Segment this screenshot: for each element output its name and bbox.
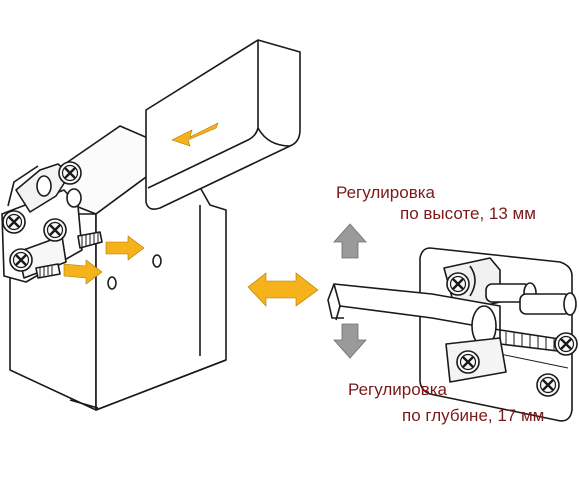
screw-icon — [1, 209, 27, 235]
depth-adjust-title: Регулировка — [348, 380, 447, 399]
screw-icon — [57, 160, 83, 186]
height-adjust-value: по высоте, 13 мм — [400, 204, 536, 223]
slide-arrow-icon — [171, 122, 219, 147]
screw-icon — [553, 331, 579, 357]
screw-icon — [535, 372, 561, 398]
screw-icon — [445, 271, 471, 297]
door-panel — [145, 39, 301, 210]
arrow-up-icon — [333, 223, 367, 259]
depth-adjust-value: по глубине, 17 мм — [402, 406, 545, 425]
insert-arrow-icon — [63, 259, 103, 285]
height-adjust-title: Регулировка — [336, 183, 435, 202]
hinge-right — [327, 247, 577, 422]
screw-icon — [8, 247, 34, 273]
insert-arrow-icon — [105, 235, 145, 261]
arrow-down-icon — [333, 323, 367, 359]
screw-icon — [42, 217, 68, 243]
double-arrow-icon — [247, 272, 319, 307]
screw-icon — [455, 349, 481, 375]
